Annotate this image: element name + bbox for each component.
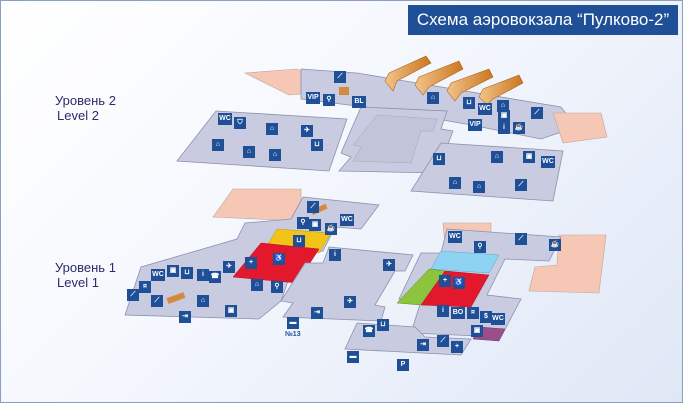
first-aid-icon[interactable]: + xyxy=(439,275,451,287)
lounge-sofa-icon[interactable]: ⌂ xyxy=(251,279,263,291)
wc-icon[interactable]: WC xyxy=(340,214,354,226)
bus-icon[interactable]: ▬ xyxy=(347,351,359,363)
phone-icon[interactable]: ☎ xyxy=(363,325,375,337)
escalator-icon[interactable]: ⟋ xyxy=(307,201,319,213)
jetways xyxy=(384,55,524,106)
info-point-icon[interactable]: i xyxy=(437,305,449,317)
wheelchair-icon[interactable]: ♿ xyxy=(453,277,465,289)
shop-icon[interactable]: ⊔ xyxy=(311,139,323,151)
baby-room-icon[interactable]: ⚲ xyxy=(323,94,335,106)
level1-building-far-right xyxy=(528,234,607,294)
info-point-icon[interactable]: i xyxy=(197,269,209,281)
lounge-sofa-icon[interactable]: ⌂ xyxy=(473,181,485,193)
luggage-icon[interactable]: ▣ xyxy=(225,305,237,317)
escalator-icon[interactable]: ⟋ xyxy=(531,107,543,119)
bus-stop-icon[interactable]: ▬ xyxy=(287,317,299,329)
escalator-icon[interactable]: ⟋ xyxy=(127,289,139,301)
level1-building-left xyxy=(212,188,302,222)
lounge-sofa-icon[interactable]: ⌂ xyxy=(243,146,255,158)
luggage-icon[interactable]: ▣ xyxy=(498,110,510,122)
police-icon[interactable]: ⛉ xyxy=(234,117,246,129)
bus-stop-number: №13 xyxy=(285,331,301,338)
info-point-icon[interactable]: i xyxy=(329,249,341,261)
shop-icon[interactable]: ⊔ xyxy=(181,267,193,279)
wc-icon[interactable]: WC xyxy=(151,269,165,281)
departures-plane-icon[interactable]: ✈ xyxy=(344,296,356,308)
shop-icon[interactable]: ⊔ xyxy=(293,235,305,247)
escalator-icon[interactable]: ⟋ xyxy=(515,233,527,245)
wc-icon[interactable]: WC xyxy=(541,156,555,168)
level2-building-right xyxy=(552,112,608,144)
level1-label-en: Level 1 xyxy=(57,275,99,290)
money-exchange-icon[interactable]: ¤ xyxy=(467,307,479,319)
wc-icon[interactable]: WC xyxy=(478,103,492,115)
escalator-icon[interactable]: ⟋ xyxy=(334,71,346,83)
lounge-sofa-icon[interactable]: ⌂ xyxy=(212,139,224,151)
orange-marker xyxy=(339,87,349,95)
lounge-sofa-icon[interactable]: ⌂ xyxy=(197,295,209,307)
shop-icon[interactable]: ⊔ xyxy=(377,319,389,331)
departures-plane-icon[interactable]: ✈ xyxy=(301,125,313,137)
business-lounge-icon[interactable]: BL xyxy=(352,96,366,108)
arrivals-plane-icon[interactable]: ✈ xyxy=(223,261,235,273)
exit-icon[interactable]: ⇥ xyxy=(311,307,323,319)
level1-label-ru: Уровень 1 xyxy=(55,260,116,275)
escalator-icon[interactable]: ⟋ xyxy=(515,179,527,191)
exit-icon[interactable]: ⇥ xyxy=(417,339,429,351)
first-aid-icon[interactable]: + xyxy=(451,341,463,353)
luggage-icon[interactable]: ▣ xyxy=(167,265,179,277)
vip-icon[interactable]: VIP xyxy=(306,92,320,104)
luggage-icon[interactable]: ▣ xyxy=(309,219,321,231)
luggage-icon[interactable]: ▣ xyxy=(471,325,483,337)
level2-label-en: Level 2 xyxy=(57,108,99,123)
lounge-sofa-icon[interactable]: ⌂ xyxy=(269,149,281,161)
baggage-office-icon[interactable]: BO xyxy=(451,307,465,319)
wheelchair-icon[interactable]: ♿ xyxy=(273,253,285,265)
level1-lower-extension xyxy=(344,322,472,356)
shop-icon[interactable]: ⊔ xyxy=(463,97,475,109)
escalator-icon[interactable]: ⟋ xyxy=(151,295,163,307)
parking-icon[interactable]: P xyxy=(397,359,409,371)
info-point-icon[interactable]: i xyxy=(498,122,510,134)
lounge-sofa-icon[interactable]: ⌂ xyxy=(491,151,503,163)
baby-room-icon[interactable]: ⚲ xyxy=(271,281,283,293)
exit-icon[interactable]: ⇥ xyxy=(179,311,191,323)
luggage-icon[interactable]: ▣ xyxy=(523,151,535,163)
first-aid-icon[interactable]: + xyxy=(245,257,257,269)
currency-exchange-icon[interactable]: $ xyxy=(480,311,492,323)
lounge-sofa-icon[interactable]: ⌂ xyxy=(266,123,278,135)
cafe-icon[interactable]: ☕ xyxy=(549,239,561,251)
cafe-icon[interactable]: ☕ xyxy=(325,223,337,235)
wc-icon[interactable]: WC xyxy=(218,113,232,125)
orange-marker xyxy=(166,292,186,304)
level2-label-ru: Уровень 2 xyxy=(55,93,116,108)
wc-icon[interactable]: WC xyxy=(448,231,462,243)
escalator-icon[interactable]: ⟋ xyxy=(437,335,449,347)
lounge-sofa-icon[interactable]: ⌂ xyxy=(427,92,439,104)
vip-icon[interactable]: VIP xyxy=(468,119,482,131)
lounge-sofa-icon[interactable]: ⌂ xyxy=(449,177,461,189)
arrivals-plane-icon[interactable]: ✈ xyxy=(383,259,395,271)
level1-cyan-zone xyxy=(430,250,500,274)
baby-room-icon[interactable]: ⚲ xyxy=(474,241,486,253)
wc-icon[interactable]: WC xyxy=(491,313,505,325)
map-title: Схема аэровокзала “Пулково-2” xyxy=(408,5,678,35)
cafe-icon[interactable]: ☕ xyxy=(513,122,525,134)
money-exchange-icon[interactable]: ¤ xyxy=(139,281,151,293)
shop-icon[interactable]: ⊔ xyxy=(433,153,445,165)
phone-icon[interactable]: ☎ xyxy=(209,271,221,283)
baby-room-icon[interactable]: ⚲ xyxy=(297,217,309,229)
lounge-sofa-icon[interactable]: ⌂ xyxy=(497,100,509,112)
